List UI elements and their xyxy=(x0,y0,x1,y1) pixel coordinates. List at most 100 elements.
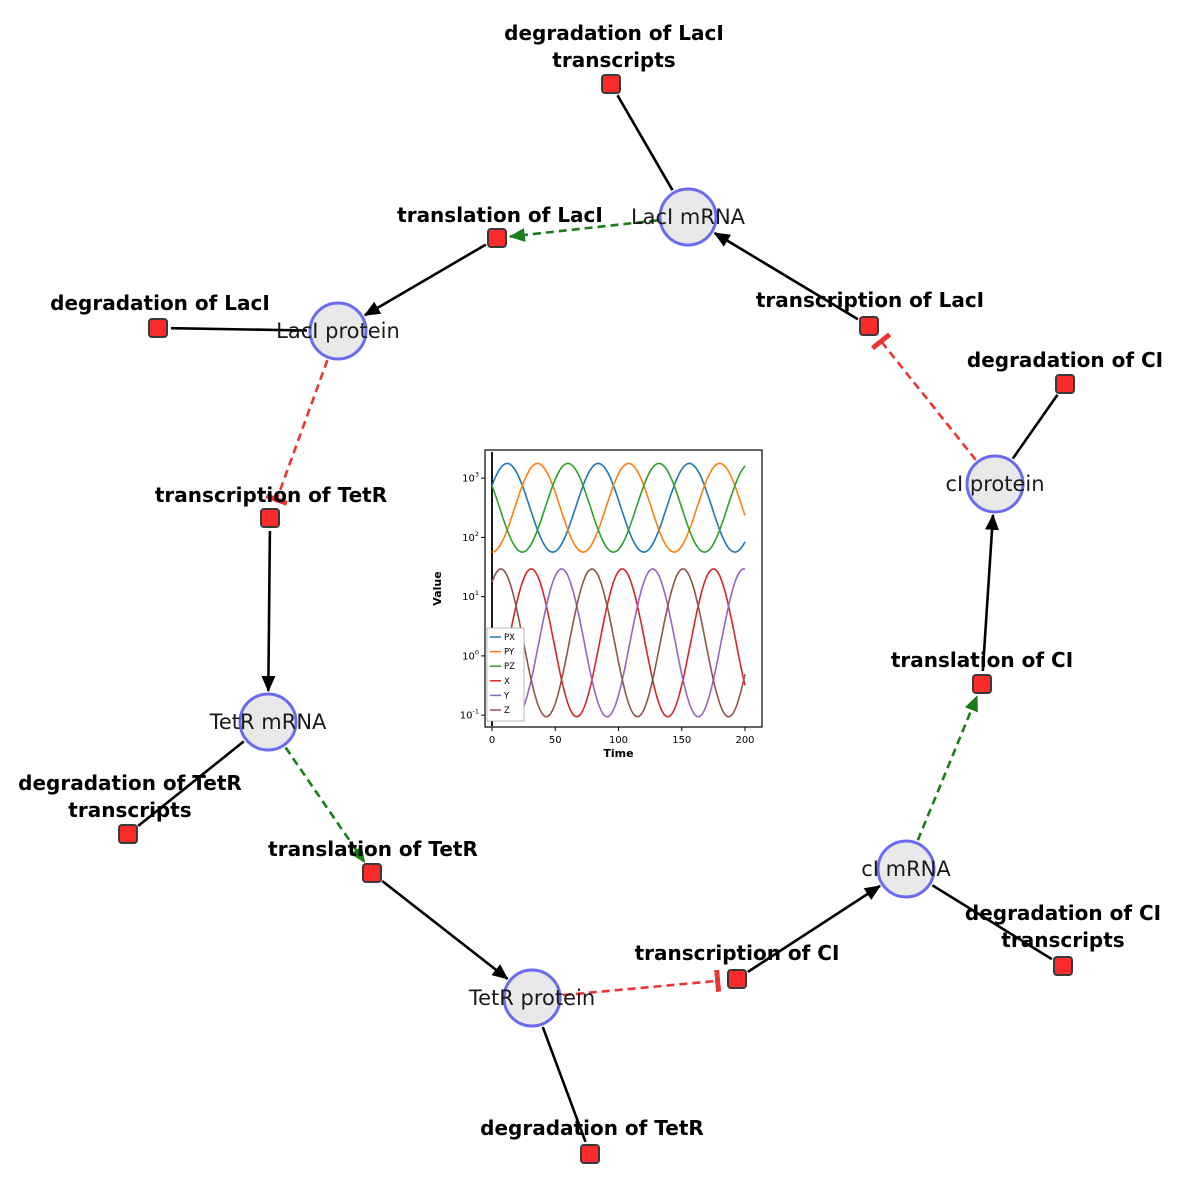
species-node-ci-mrna: cI mRNA xyxy=(861,839,951,899)
edge-consumption-laci-mrna-to-degradation-laci-transcripts xyxy=(616,94,674,191)
series-line-X xyxy=(491,568,746,718)
edge-production-translation-ci-to-ci-protein xyxy=(981,513,1000,672)
species-label-tetr-protein: TetR protein xyxy=(468,986,595,1010)
reaction-label-degradation-tetr-transcripts: transcripts xyxy=(68,798,191,822)
edge-activation-laci-mrna-to-translation-laci xyxy=(508,219,658,242)
reaction-label-translation-tetr: translation of TetR xyxy=(268,837,478,861)
legend-label-Y: Y xyxy=(503,691,510,701)
reaction-node-degradation-ci: degradation of CI xyxy=(967,348,1163,394)
reaction-node-translation-laci: translation of LacI xyxy=(397,203,603,248)
edge-inhibition-laci-protein-to-transcription-tetr xyxy=(265,359,329,506)
reaction-label-transcription-tetr: transcription of TetR xyxy=(155,483,387,507)
species-node-tetr-mrna: TetR mRNA xyxy=(209,692,327,752)
series-line-PZ xyxy=(491,462,746,553)
reaction-square-translation-laci xyxy=(487,228,507,248)
edge-activation-ci-mrna-to-translation-ci xyxy=(916,695,979,841)
series-line-Y xyxy=(491,568,745,718)
y-axis-label: Value xyxy=(431,571,444,605)
legend-label-PX: PX xyxy=(504,633,515,643)
y-tick-label: 100 xyxy=(462,648,479,662)
reaction-node-degradation-laci: degradation of LacI xyxy=(50,291,270,338)
edge-activation-tetr-mrna-to-translation-tetr xyxy=(284,746,366,864)
species-circle-tetr-mrna xyxy=(238,692,298,752)
edge-production-translation-laci-to-laci-protein xyxy=(363,243,487,317)
edge-consumption-laci-protein-to-degradation-laci xyxy=(170,326,308,332)
species-label-tetr-mrna: TetR mRNA xyxy=(209,710,327,734)
edge-production-transcription-tetr-to-tetr-mrna xyxy=(261,530,276,692)
legend-label-PY: PY xyxy=(504,648,515,658)
reaction-square-degradation-ci xyxy=(1055,374,1075,394)
reaction-square-degradation-tetr xyxy=(580,1144,600,1164)
reaction-node-transcription-laci: transcription of LacI xyxy=(756,288,984,336)
species-node-laci-mrna: LacI mRNA xyxy=(631,187,746,247)
reaction-label-translation-laci: translation of LacI xyxy=(397,203,603,227)
edge-production-transcription-ci-to-ci-mrna xyxy=(747,884,881,973)
reaction-label-degradation-tetr-transcripts: degradation of TetR xyxy=(18,771,242,795)
reaction-label-degradation-ci-transcripts: degradation of CI xyxy=(965,901,1161,925)
reaction-square-translation-ci xyxy=(972,674,992,694)
y-tick-label: 101 xyxy=(462,589,479,603)
edge-production-translation-tetr-to-tetr-protein xyxy=(381,879,509,980)
legend-box xyxy=(486,627,525,722)
x-tick-label: 50 xyxy=(549,735,562,746)
reaction-square-transcription-tetr xyxy=(260,508,280,528)
reaction-label-degradation-laci-transcripts: transcripts xyxy=(552,48,675,72)
reaction-square-transcription-ci xyxy=(727,969,747,989)
edge-consumption-tetr-protein-to-degradation-tetr xyxy=(541,1026,587,1143)
species-circle-tetr-protein xyxy=(502,968,562,1028)
legend-label-PZ: PZ xyxy=(504,662,515,672)
reaction-square-degradation-laci-transcripts xyxy=(601,74,621,94)
series-line-PY xyxy=(491,462,746,553)
x-tick-label: 0 xyxy=(489,735,495,746)
edge-production-transcription-laci-to-laci-mrna xyxy=(713,231,859,321)
edge-inhibition-ci-protein-to-transcription-laci xyxy=(870,332,977,461)
x-axis-label: Time xyxy=(603,747,633,760)
x-tick-label: 150 xyxy=(672,735,691,746)
species-circle-laci-mrna xyxy=(658,187,718,247)
reaction-node-translation-tetr: translation of TetR xyxy=(268,837,478,883)
edge-consumption-tetr-mrna-to-degradation-tetr-transcripts xyxy=(137,740,245,827)
reaction-label-degradation-ci-transcripts: transcripts xyxy=(1001,928,1124,952)
species-circle-laci-protein xyxy=(308,301,368,361)
x-tick-label: 200 xyxy=(735,735,754,746)
y-tick-label: 102 xyxy=(462,530,479,544)
reaction-node-transcription-tetr: transcription of TetR xyxy=(155,483,387,528)
series-line-Z xyxy=(491,568,746,718)
reaction-square-degradation-laci xyxy=(148,318,168,338)
edge-consumption-ci-protein-to-degradation-ci xyxy=(1011,393,1059,460)
reaction-node-degradation-laci-transcripts: degradation of LacI transcripts xyxy=(504,21,724,94)
reaction-node-translation-ci: translation of CI xyxy=(891,648,1073,694)
species-node-ci-protein: cI protein xyxy=(945,454,1045,514)
reaction-square-degradation-ci-transcripts xyxy=(1053,956,1073,976)
species-label-ci-protein: cI protein xyxy=(945,472,1044,496)
reaction-square-translation-tetr xyxy=(362,863,382,883)
species-node-tetr-protein: TetR protein xyxy=(468,968,595,1028)
species-node-laci-protein: LacI protein xyxy=(276,301,400,361)
reaction-label-transcription-ci: transcription of CI xyxy=(635,941,840,965)
edge-consumption-ci-mrna-to-degradation-ci-transcripts xyxy=(931,884,1053,961)
species-label-ci-mrna: cI mRNA xyxy=(861,857,951,881)
legend-label-Z: Z xyxy=(504,706,510,716)
reaction-label-degradation-laci-transcripts: degradation of LacI xyxy=(504,21,724,45)
reaction-node-degradation-tetr: degradation of TetR xyxy=(480,1116,704,1164)
reaction-label-degradation-laci: degradation of LacI xyxy=(50,291,270,315)
y-tick-label: 10-1 xyxy=(460,708,479,722)
reaction-square-transcription-laci xyxy=(859,316,879,336)
reaction-label-degradation-tetr: degradation of TetR xyxy=(480,1116,704,1140)
reaction-label-degradation-ci: degradation of CI xyxy=(967,348,1163,372)
series-line-PX xyxy=(491,462,746,553)
legend-label-X: X xyxy=(504,677,510,687)
y-tick-label: 103 xyxy=(462,471,479,485)
reaction-node-degradation-ci-transcripts: degradation of CI transcripts xyxy=(965,901,1161,976)
species-circle-ci-mrna xyxy=(876,839,936,899)
species-circle-ci-protein xyxy=(965,454,1025,514)
legend: PX PY PZ XYZ xyxy=(486,627,525,722)
species-label-laci-protein: LacI protein xyxy=(276,319,400,343)
reaction-node-transcription-ci: transcription of CI xyxy=(635,941,840,989)
reaction-label-transcription-laci: transcription of LacI xyxy=(756,288,984,312)
reaction-label-translation-ci: translation of CI xyxy=(891,648,1073,672)
